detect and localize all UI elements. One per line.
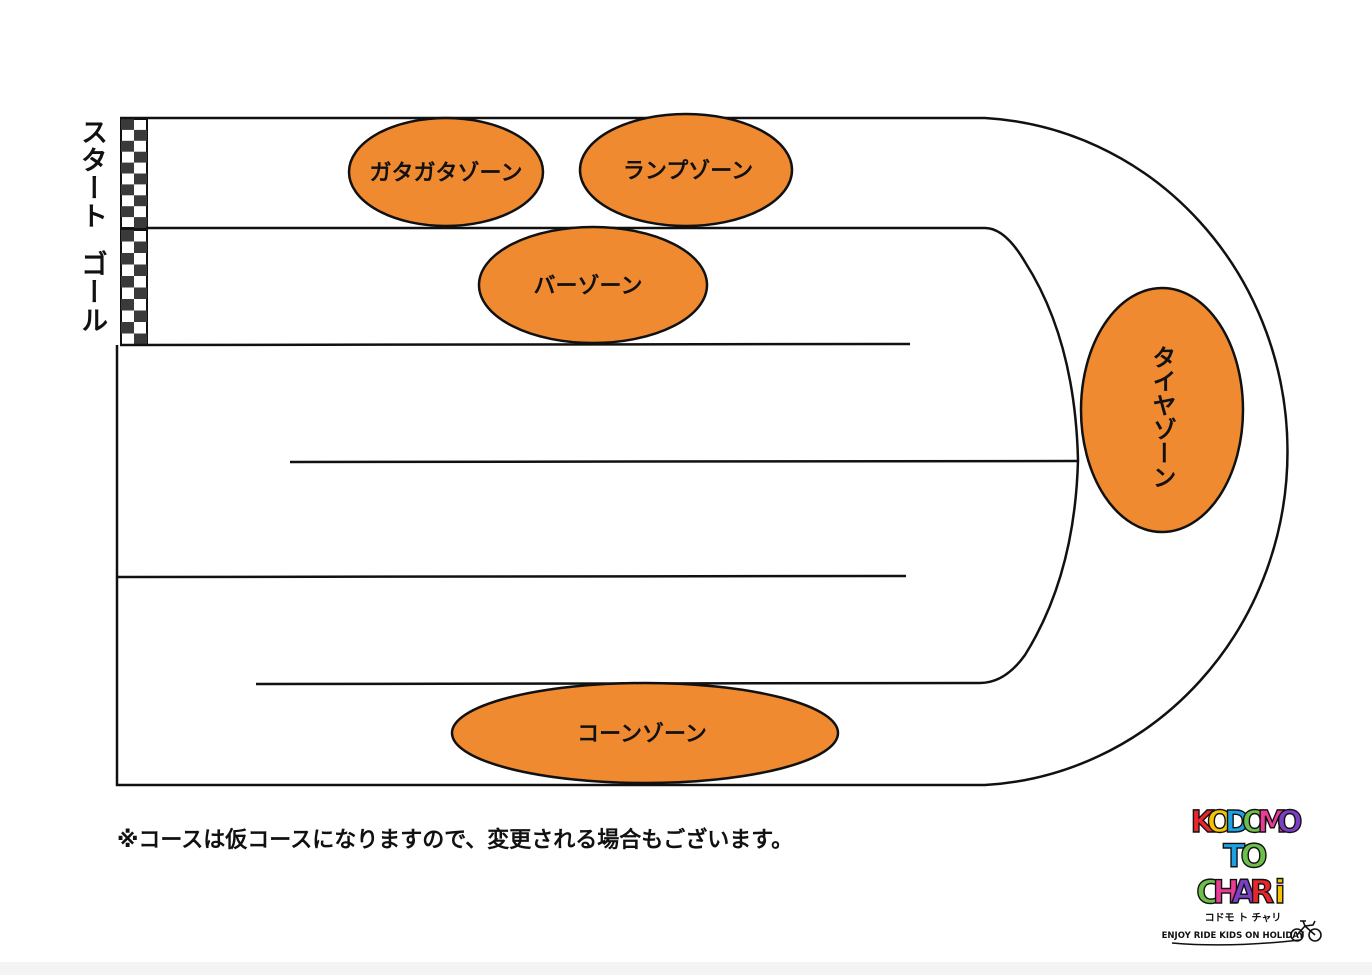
course-note: ※コースは仮コースになりますので、変更される場合もございます。 [117,828,794,853]
flag-square [121,276,134,288]
logo-letter: K [1191,805,1216,840]
flag-square [134,217,147,228]
zone-tire-label: タイヤゾーン [1148,345,1176,489]
logo-letter: O [1207,805,1233,840]
zone-gatagata: ガタガタゾーン [347,116,545,228]
zone-gatagata-label: ガタガタゾーン [370,160,523,186]
flag-square [134,287,147,299]
logo-letter: O [1242,805,1268,840]
logo-letter: D [1225,805,1250,840]
logo-letter: O [1240,837,1267,875]
flag-square [121,184,134,196]
flag-square [134,241,147,253]
flag-square [121,322,134,334]
zone-ramp: ランプゾーン [578,112,794,228]
flag-square [134,195,147,207]
logo-tagline: ENJOY RIDE KIDS ON HOLIDAY [1162,931,1306,941]
flag-square [121,140,134,152]
start-label: スタート [76,118,107,230]
bottom-strip [0,962,1372,975]
flag-square [121,162,134,174]
start-checkered-flag [120,118,148,229]
logo-letter: C [1196,873,1219,911]
course-outer-border [115,116,1289,787]
flag-square [134,333,147,345]
flag-square [134,173,147,185]
logo-underline-swoosh [1171,939,1301,946]
lane-divider-3 [117,574,907,579]
logo-letter: i [1275,873,1286,911]
zone-bar-label: バーゾーン [534,273,643,299]
zone-tire: タイヤゾーン [1079,286,1245,534]
flag-square [134,264,147,276]
logo-letter: H [1213,873,1240,911]
zone-cone-label: コーンゾーン [577,721,707,747]
flag-square [121,253,134,265]
flag-square [121,206,134,218]
logo-kana: コドモ ト チャリ [1205,912,1282,924]
logo-letter: M [1257,805,1287,840]
logo-letter: A [1232,873,1257,911]
logo-letter: R [1250,873,1275,911]
course-inner-lane-1 [146,226,1080,686]
zone-bar: バーゾーン [477,225,709,345]
logo-letter: O [1277,805,1303,840]
flag-square [121,119,134,130]
flag-square [134,151,147,163]
logo-line-to: TO [1222,836,1268,875]
lane-divider-1 [119,342,911,347]
bicycle-icon [1290,920,1322,942]
flag-square [121,299,134,311]
flag-square [121,230,134,242]
goal-label: ゴール [76,250,107,334]
flag-square [134,129,147,141]
zone-ramp-label: ランプゾーン [623,158,753,184]
zone-cone: コーンゾーン [450,681,840,785]
lane-divider-2 [289,459,1079,464]
logo-letter: T [1223,837,1245,875]
goal-checkered-flag [120,229,148,346]
flag-square [134,310,147,322]
